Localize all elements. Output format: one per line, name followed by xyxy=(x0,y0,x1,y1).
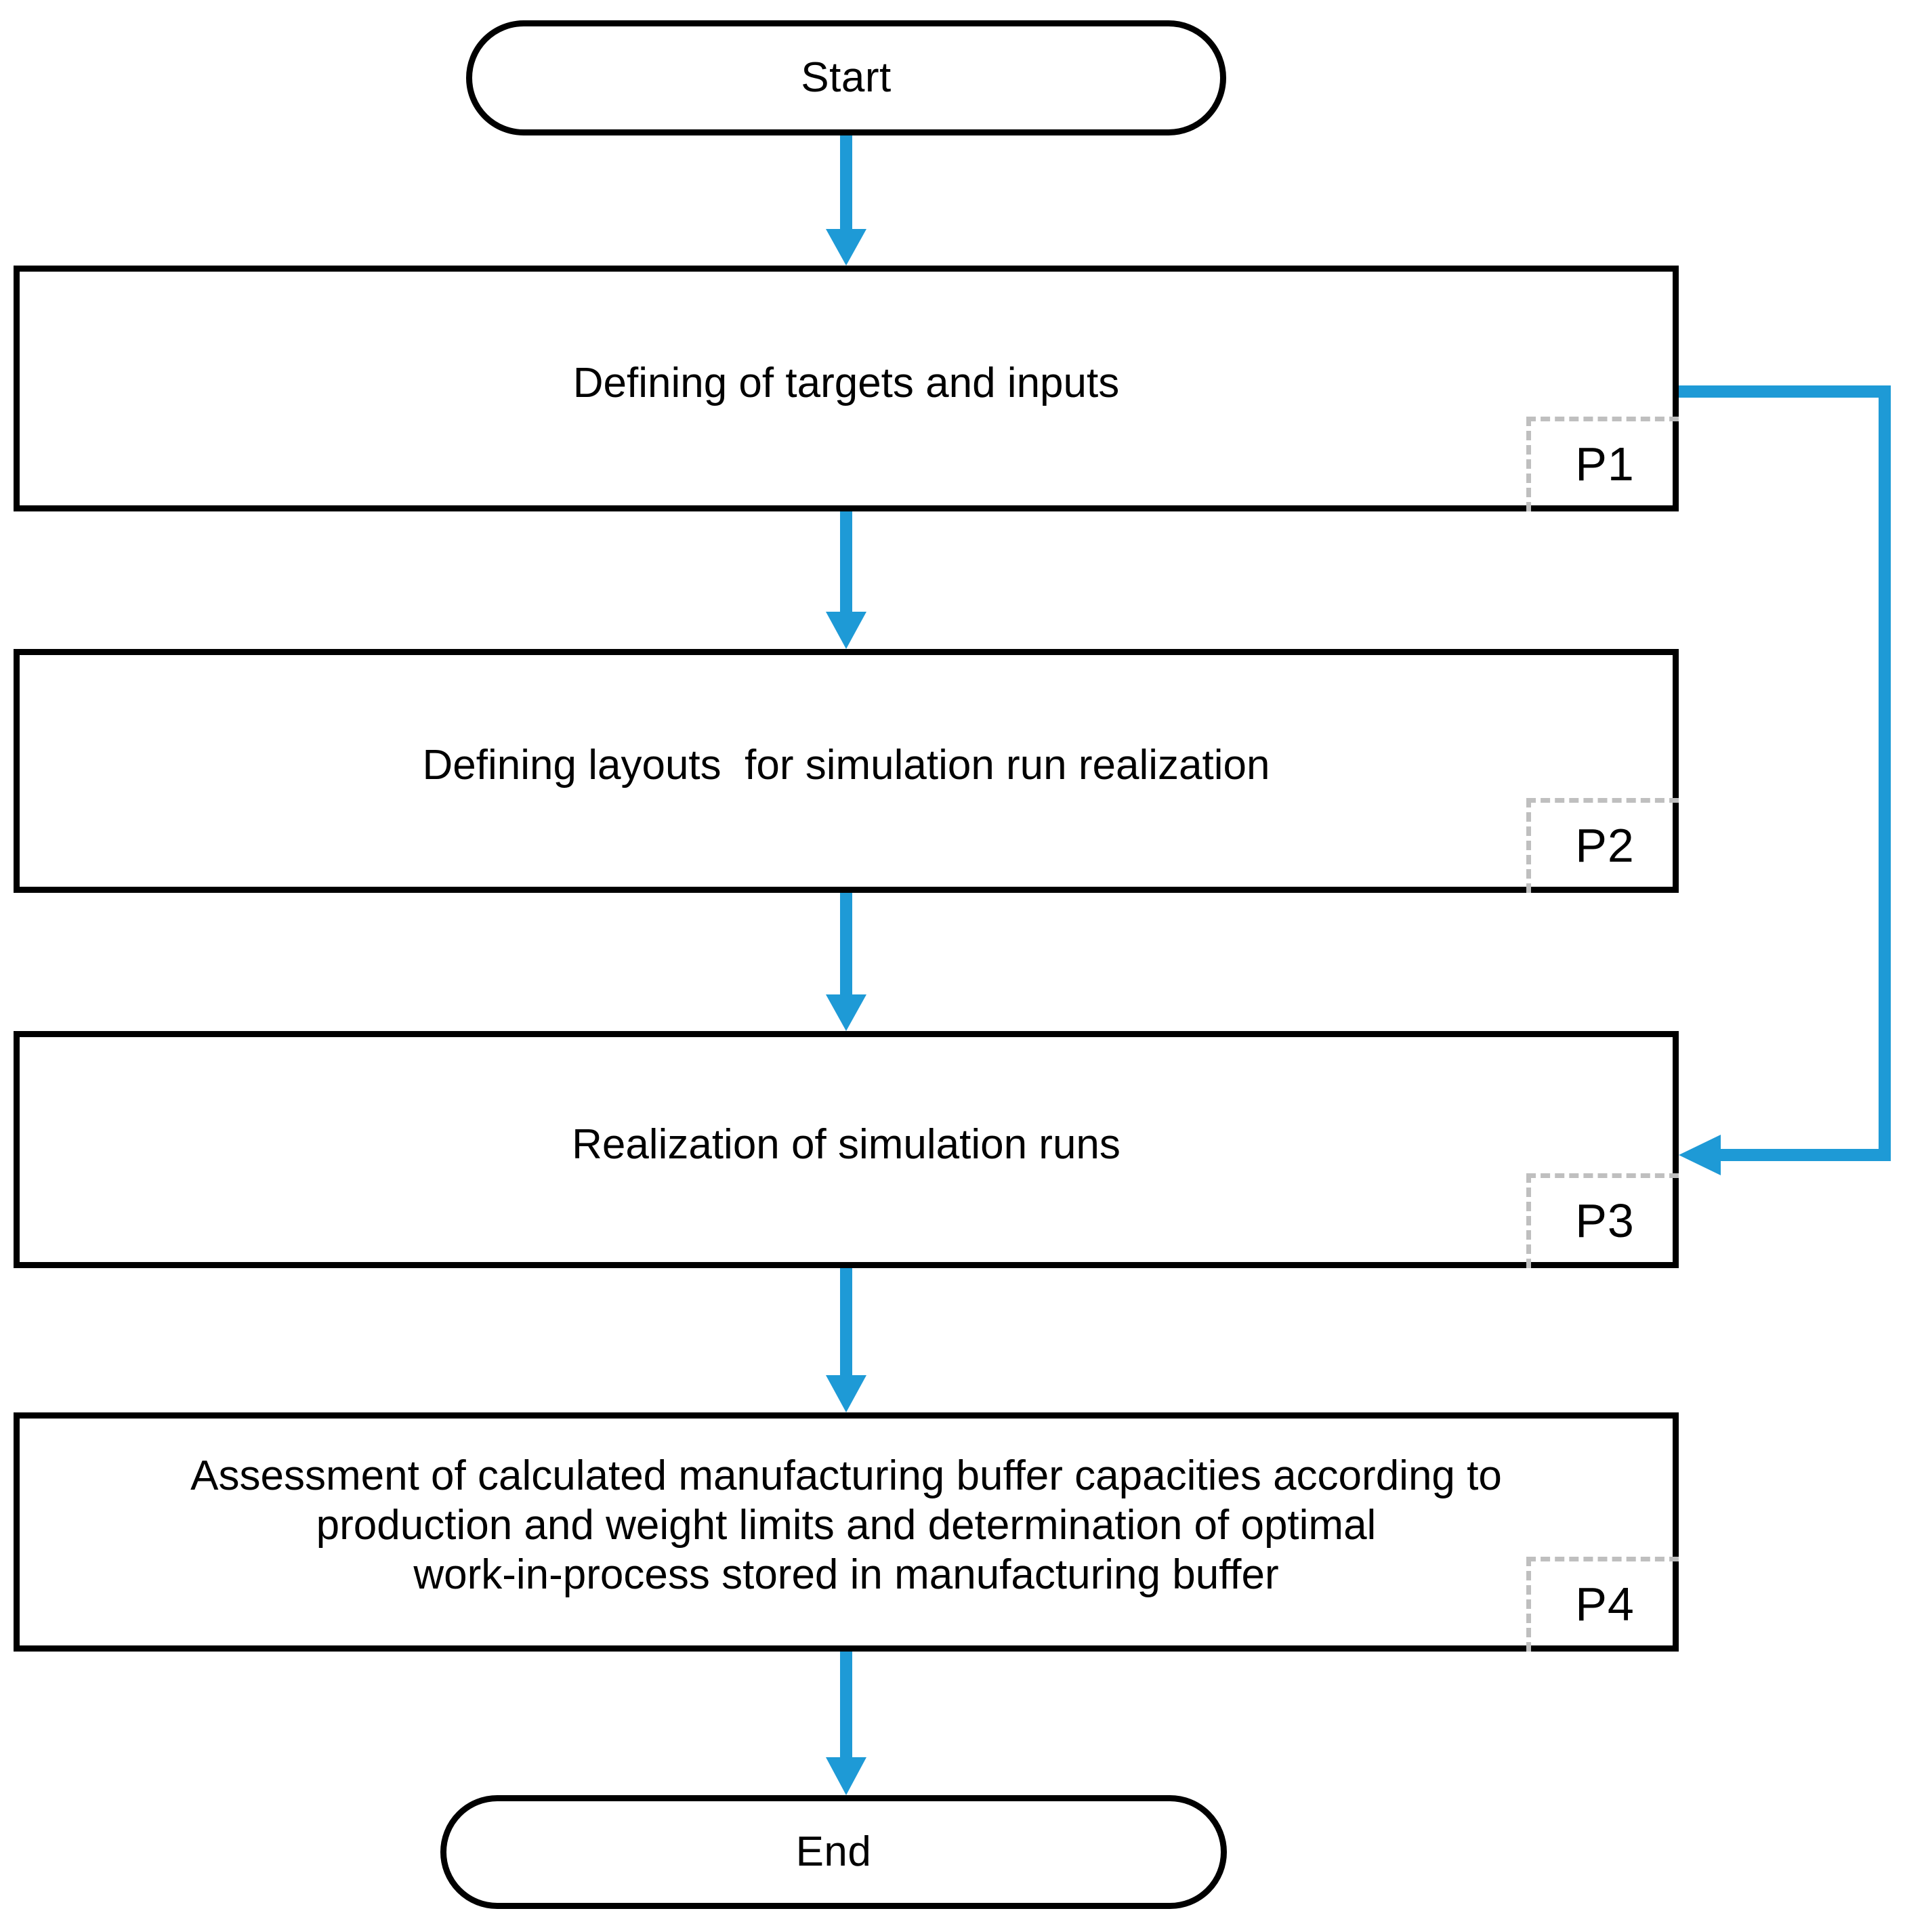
node-start-label: Start xyxy=(801,54,892,101)
phase-tag-p4-label: P4 xyxy=(1575,1577,1635,1631)
node-p4-label: Assessment of calculated manufacturing b… xyxy=(190,1452,1502,1599)
connector-p1-to-p3-feedback xyxy=(1673,385,1891,1175)
phase-tag-p2: P2 xyxy=(1526,798,1679,893)
node-p1-label: Defining of targets and inputs xyxy=(572,360,1120,406)
node-end-label: End xyxy=(795,1828,872,1875)
phase-tag-p3-label: P3 xyxy=(1575,1194,1635,1247)
node-p3-label: Realization of simulation runs xyxy=(572,1121,1121,1168)
node-p4[interactable]: Assessment of calculated manufacturing b… xyxy=(14,1412,1679,1652)
node-start[interactable]: Start xyxy=(466,20,1226,135)
phase-tag-p4: P4 xyxy=(1526,1557,1679,1652)
connector-p4-to-end xyxy=(826,1652,866,1795)
connector-p2-to-p3 xyxy=(826,893,866,1031)
phase-tag-p1-label: P1 xyxy=(1575,437,1635,490)
phase-tag-p3: P3 xyxy=(1526,1173,1679,1268)
connector-p3-to-p4 xyxy=(826,1268,866,1412)
node-p1[interactable]: Defining of targets and inputs P1 xyxy=(14,266,1679,511)
node-p3[interactable]: Realization of simulation runs P3 xyxy=(14,1031,1679,1268)
connector-p1-to-p2 xyxy=(826,511,866,649)
node-p2[interactable]: Defining layouts for simulation run real… xyxy=(14,649,1679,893)
phase-tag-p1: P1 xyxy=(1526,417,1679,511)
node-p2-label: Defining layouts for simulation run real… xyxy=(422,742,1270,789)
phase-tag-p2-label: P2 xyxy=(1575,818,1635,872)
connector-start-to-p1 xyxy=(826,135,866,266)
node-end[interactable]: End xyxy=(440,1795,1227,1909)
